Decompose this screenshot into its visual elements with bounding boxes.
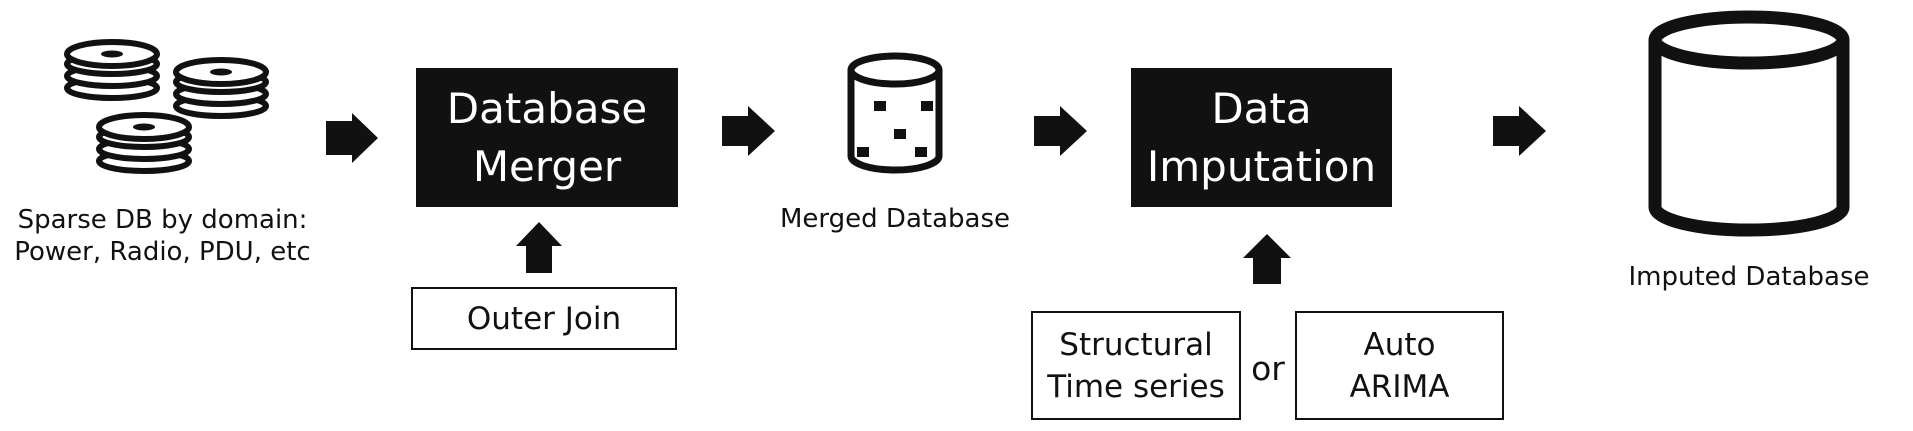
- disk-stack-top-left: [64, 39, 160, 101]
- outer-join-label: Outer Join: [466, 300, 622, 337]
- arrow-right-icon: [1493, 106, 1546, 156]
- sources-caption-line1: Sparse DB by domain:: [17, 205, 308, 235]
- data-imputation-box: Data Imputation: [1131, 68, 1392, 207]
- arrow-up-icon: [1243, 234, 1291, 284]
- arrow-right-icon: [1034, 106, 1087, 156]
- auto-arima-line2: ARIMA: [1349, 368, 1450, 405]
- database-merger-line1: Database: [446, 83, 648, 133]
- database-merger-box: Database Merger: [416, 68, 678, 207]
- arrow-up-icon: [516, 222, 562, 273]
- or-connector: or: [1251, 349, 1285, 388]
- database-cylinder-icon: [1648, 10, 1850, 237]
- outer-join-box: Outer Join: [411, 287, 677, 350]
- arrow-right-icon: [326, 113, 378, 163]
- data-imputation-line2: Imputation: [1146, 141, 1377, 191]
- sparse-database-icon: [847, 52, 943, 174]
- arrow-right-icon: [722, 106, 775, 156]
- sources-caption-line2: Power, Radio, PDU, etc: [14, 237, 311, 267]
- structural-line2: Time series: [1047, 368, 1225, 405]
- disk-stack-right: [173, 57, 269, 119]
- structural-line1: Structural: [1059, 326, 1213, 363]
- sources-caption: Sparse DB by domain: Power, Radio, PDU, …: [0, 204, 325, 268]
- auto-arima-box: Auto ARIMA: [1295, 311, 1504, 420]
- disk-stack-bottom: [96, 112, 192, 174]
- structural-time-series-box: Structural Time series: [1031, 311, 1241, 420]
- disk-stack-icon: [64, 39, 269, 174]
- imputed-database-caption: Imputed Database: [1628, 262, 1870, 292]
- database-merger-line2: Merger: [472, 141, 622, 191]
- merged-database-caption: Merged Database: [780, 204, 1010, 234]
- auto-arima-line1: Auto: [1363, 326, 1436, 363]
- data-imputation-line1: Data: [1211, 83, 1312, 133]
- flow-arrows: [326, 106, 1546, 284]
